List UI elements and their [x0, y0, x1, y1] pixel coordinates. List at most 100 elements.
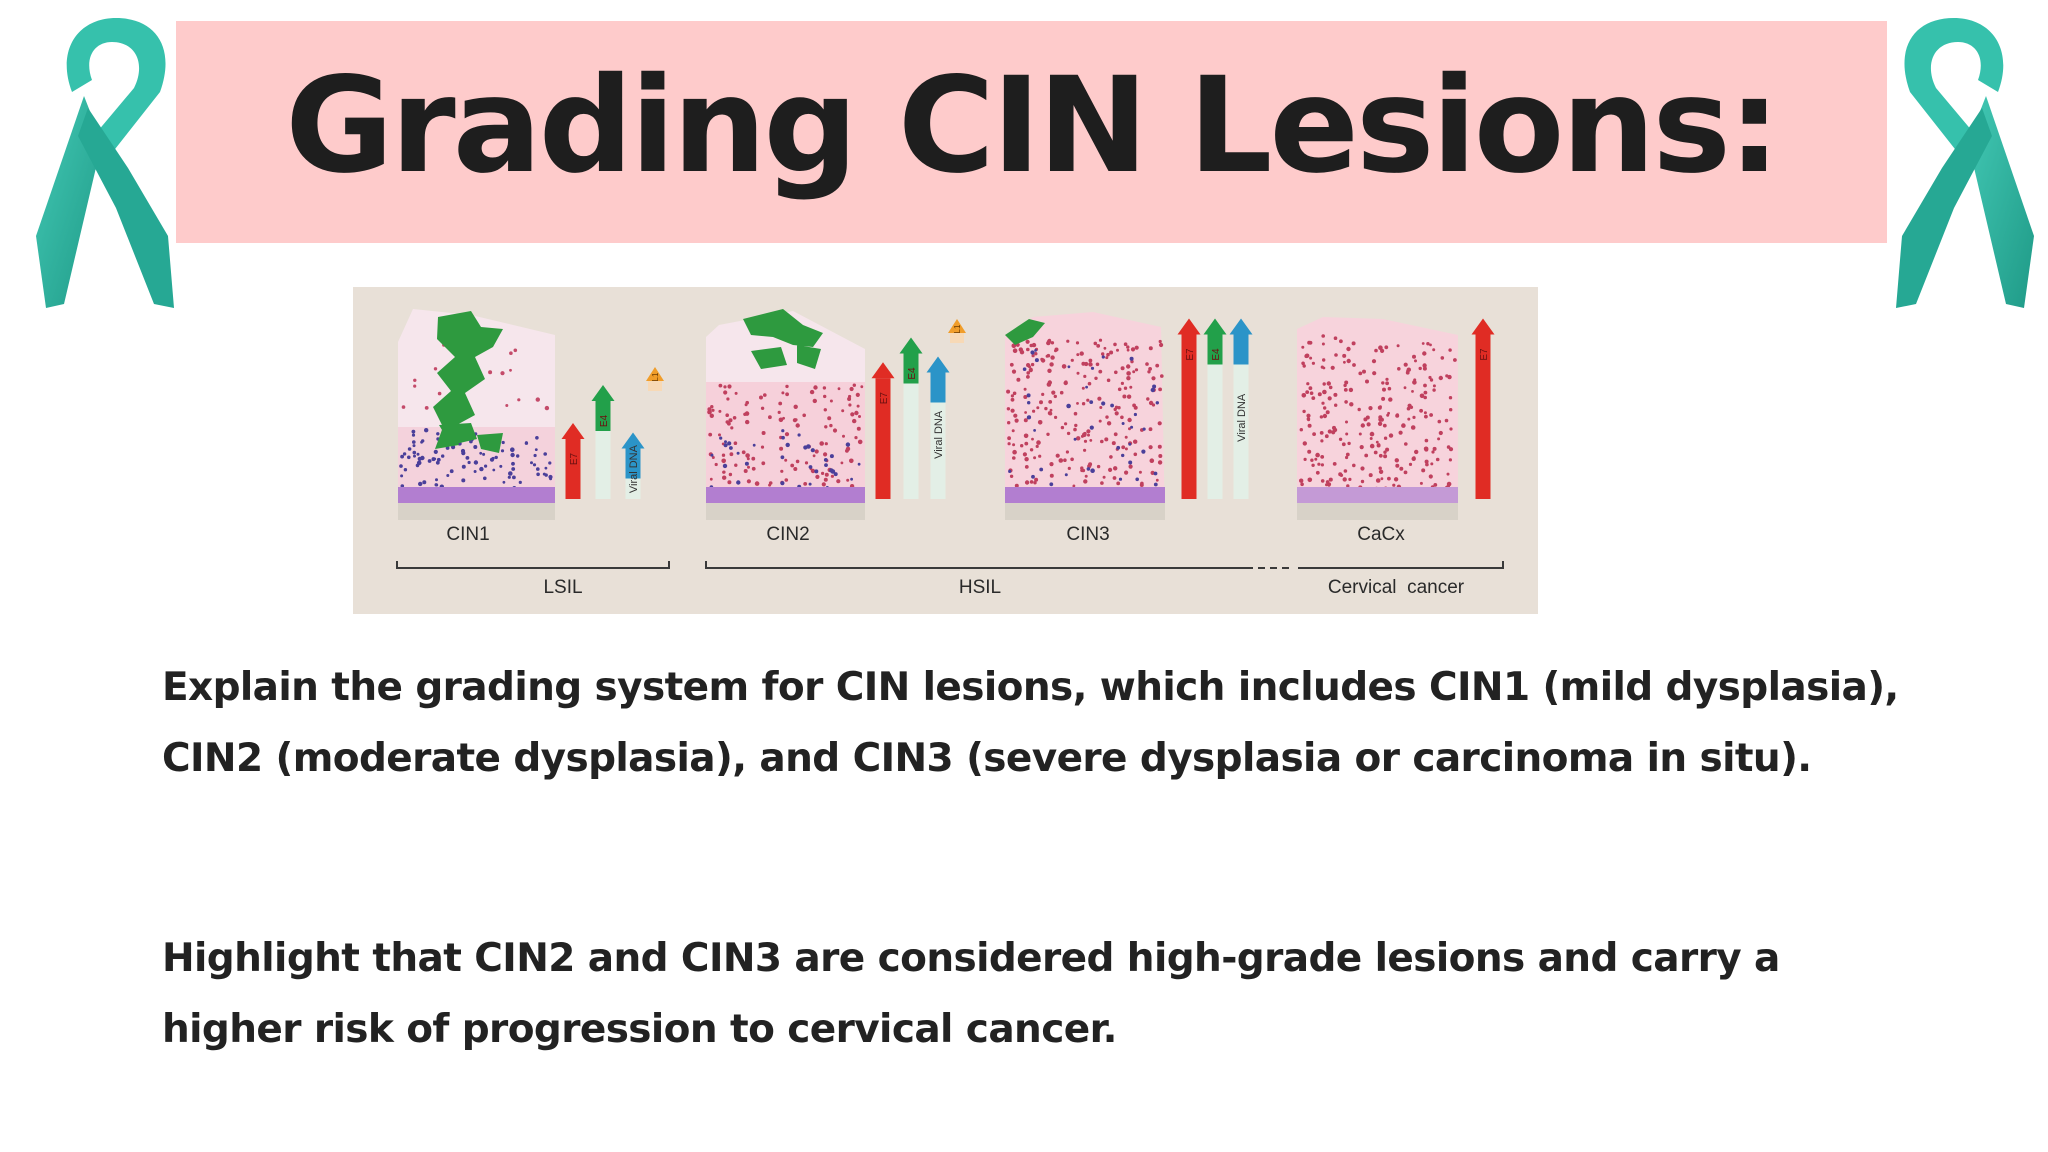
e7-arrow-label: E7	[879, 392, 890, 405]
nucleus-dot	[413, 384, 417, 388]
nucleus-dot	[823, 458, 828, 462]
viral-dna-arrow-cin3: Viral DNA	[1229, 318, 1253, 499]
nucleus-dot	[1383, 450, 1387, 454]
nucleus-dot	[1055, 453, 1060, 458]
nucleus-dot	[754, 481, 760, 486]
nucleus-dot	[710, 405, 714, 409]
nucleus-dot	[1046, 432, 1050, 436]
nucleus-dot	[1388, 433, 1394, 438]
nucleus-dot	[1023, 387, 1027, 391]
nucleus-dot	[1033, 429, 1036, 432]
nucleus-dot	[814, 469, 819, 474]
nucleus-dot	[743, 412, 747, 416]
nucleus-dot	[1346, 358, 1351, 364]
nucleus-dot	[433, 449, 438, 454]
nucleus-dot	[1403, 470, 1408, 475]
nucleus-dot	[1096, 464, 1101, 469]
nucleus-dot	[1089, 425, 1094, 430]
nucleus-dot	[1320, 463, 1324, 467]
nucleus-dot	[1348, 387, 1354, 393]
nucleus-dot	[852, 418, 857, 424]
paragraph-high-grade-risk: Highlight that CIN2 and CIN3 are conside…	[162, 936, 1780, 1052]
nucleus-dot	[827, 416, 832, 421]
nucleus-dot	[1324, 434, 1329, 439]
nucleus-dot	[1327, 396, 1332, 401]
nucleus-dot	[1322, 389, 1327, 395]
nucleus-dot	[1422, 363, 1427, 368]
nucleus-dot	[1110, 403, 1114, 408]
nucleus-dot	[745, 453, 750, 458]
nucleus-dot	[1360, 479, 1365, 484]
basal-layer-cacx	[1297, 487, 1458, 503]
nucleus-dot	[845, 446, 851, 452]
dna-arrow-shaft	[930, 372, 946, 499]
nucleus-dot	[823, 477, 828, 482]
nucleus-dot	[1407, 417, 1411, 421]
l1-marker-base	[648, 381, 662, 391]
nucleus-dot	[1135, 477, 1139, 482]
nucleus-dot	[1412, 354, 1416, 359]
nucleus-dot	[1011, 369, 1017, 374]
nucleus-dot	[1083, 439, 1088, 443]
nucleus-dot	[1435, 457, 1440, 462]
nucleus-dot	[806, 444, 811, 449]
nucleus-dot	[841, 409, 845, 413]
nucleus-dot	[1114, 370, 1118, 375]
nucleus-dot	[1083, 448, 1087, 452]
nucleus-dot	[1073, 427, 1077, 432]
nucleus-dot	[734, 463, 738, 467]
nucleus-dot	[744, 461, 749, 466]
nucleus-dot	[743, 469, 748, 473]
nucleus-dot	[1424, 414, 1428, 419]
nucleus-dot	[412, 444, 416, 448]
nucleus-dot	[1012, 391, 1017, 396]
nucleus-dot	[1026, 363, 1031, 368]
nucleus-dot	[1437, 437, 1441, 441]
nucleus-dot	[1121, 422, 1125, 425]
nucleus-dot	[413, 454, 416, 458]
nucleus-dot	[494, 455, 498, 460]
nucleus-dot	[708, 432, 713, 437]
nucleus-dot	[1089, 400, 1094, 404]
stroma-cacx	[1297, 503, 1458, 520]
nucleus-dot	[416, 452, 420, 456]
nucleus-dot	[1148, 346, 1153, 351]
nucleus-dot	[1378, 453, 1383, 458]
nucleus-dot	[1090, 468, 1095, 473]
nucleus-dot	[824, 442, 828, 446]
nucleus-dot	[1424, 447, 1429, 452]
nucleus-dot	[473, 445, 478, 449]
nucleus-dot	[1346, 484, 1350, 488]
nucleus-dot	[1093, 341, 1098, 346]
nucleus-dot	[1396, 344, 1400, 348]
nucleus-dot	[824, 472, 829, 477]
nucleus-dot	[1070, 457, 1074, 462]
nucleus-dot	[1155, 401, 1159, 405]
nucleus-dot	[1023, 433, 1029, 439]
nucleus-dot	[1403, 386, 1407, 390]
paragraph-grading-system: Explain the grading system for CIN lesio…	[162, 665, 1899, 781]
nucleus-dot	[860, 385, 864, 389]
e7-arrow-cin3: E7	[1177, 318, 1201, 499]
l1-marker-base	[950, 333, 964, 343]
nucleus-dot	[465, 456, 470, 460]
nucleus-dot	[1105, 356, 1109, 360]
nucleus-dot	[1148, 367, 1152, 371]
nucleus-dot	[1134, 368, 1139, 372]
nucleus-dot	[1301, 345, 1305, 349]
nucleus-dot	[509, 368, 512, 372]
nucleus-dot	[848, 403, 852, 407]
nucleus-dot	[1395, 413, 1400, 418]
nucleus-dot	[1085, 385, 1088, 389]
nucleus-dot	[1108, 467, 1113, 472]
nucleus-dot	[736, 480, 741, 485]
nucleus-dot	[1319, 431, 1324, 435]
nucleus-dot	[1019, 350, 1025, 355]
nucleus-dot	[1054, 347, 1059, 352]
nucleus-dot	[746, 457, 750, 461]
nucleus-dot	[435, 460, 440, 465]
nucleus-dot	[483, 476, 487, 481]
nucleus-dot	[1345, 452, 1350, 457]
nucleus-dot	[1009, 474, 1014, 478]
nucleus-dot	[1087, 381, 1092, 386]
